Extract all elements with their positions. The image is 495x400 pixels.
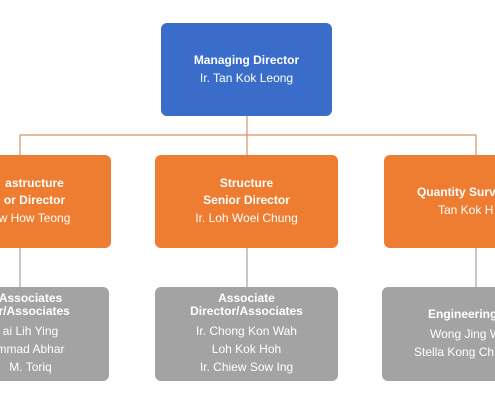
infrastructure-associate-name-1: ai Lih Ying xyxy=(2,324,59,338)
infrastructure-director-title-line2: or Director xyxy=(3,193,66,207)
infrastructure-director-title-line1: astructure xyxy=(5,176,64,190)
structure-associate-name-2: Loh Kok Hoh xyxy=(211,342,282,356)
structure-director-name: Ir. Loh Woei Chung xyxy=(195,211,298,225)
structure-associates-title-line1: Associate xyxy=(218,291,275,305)
quantity-surveying-director-box: Quantity Surv Tan Kok H xyxy=(384,155,495,248)
infrastructure-associate-name-3: M. Toriq xyxy=(9,360,52,374)
structure-associates-title-line2: Director/Associates xyxy=(190,304,303,318)
structure-director-title-line2: Senior Director xyxy=(203,193,290,207)
quantity-surveying-name: Tan Kok H xyxy=(438,202,494,217)
quantity-surveying-associate-name-1: Wong Jing W xyxy=(430,326,495,341)
managing-director-title: Managing Director xyxy=(193,52,300,67)
infrastructure-associates-box: Associates or/Associates ai Lih Ying mma… xyxy=(0,287,109,381)
structure-associate-name-3: Ir. Chiew Sow Ing xyxy=(199,360,294,374)
quantity-surveying-associates-title: Engineering xyxy=(428,306,495,321)
infrastructure-associates-title-line1: Associates xyxy=(0,291,63,305)
quantity-surveying-title: Quantity Surv xyxy=(417,184,495,199)
infrastructure-associates-title-line2: or/Associates xyxy=(0,304,70,318)
managing-director-box: Managing Director Ir. Tan Kok Leong xyxy=(161,23,332,116)
quantity-surveying-associate-name-2: Stella Kong Ch xyxy=(414,344,495,359)
structure-associates-box: Associate Director/Associates Ir. Chong … xyxy=(155,287,338,381)
quantity-surveying-associates-box: Engineering Wong Jing W Stella Kong Ch xyxy=(382,287,495,381)
infrastructure-associate-name-2: mmad Abhar xyxy=(0,342,65,356)
infrastructure-director-box: astructure or Director w How Teong xyxy=(0,155,111,248)
structure-director-box: Structure Senior Director Ir. Loh Woei C… xyxy=(155,155,338,248)
infrastructure-director-name: w How Teong xyxy=(0,211,71,225)
structure-director-title-line1: Structure xyxy=(219,176,274,190)
structure-associate-name-1: Ir. Chong Kon Wah xyxy=(196,324,297,338)
managing-director-name: Ir. Tan Kok Leong xyxy=(199,70,294,85)
